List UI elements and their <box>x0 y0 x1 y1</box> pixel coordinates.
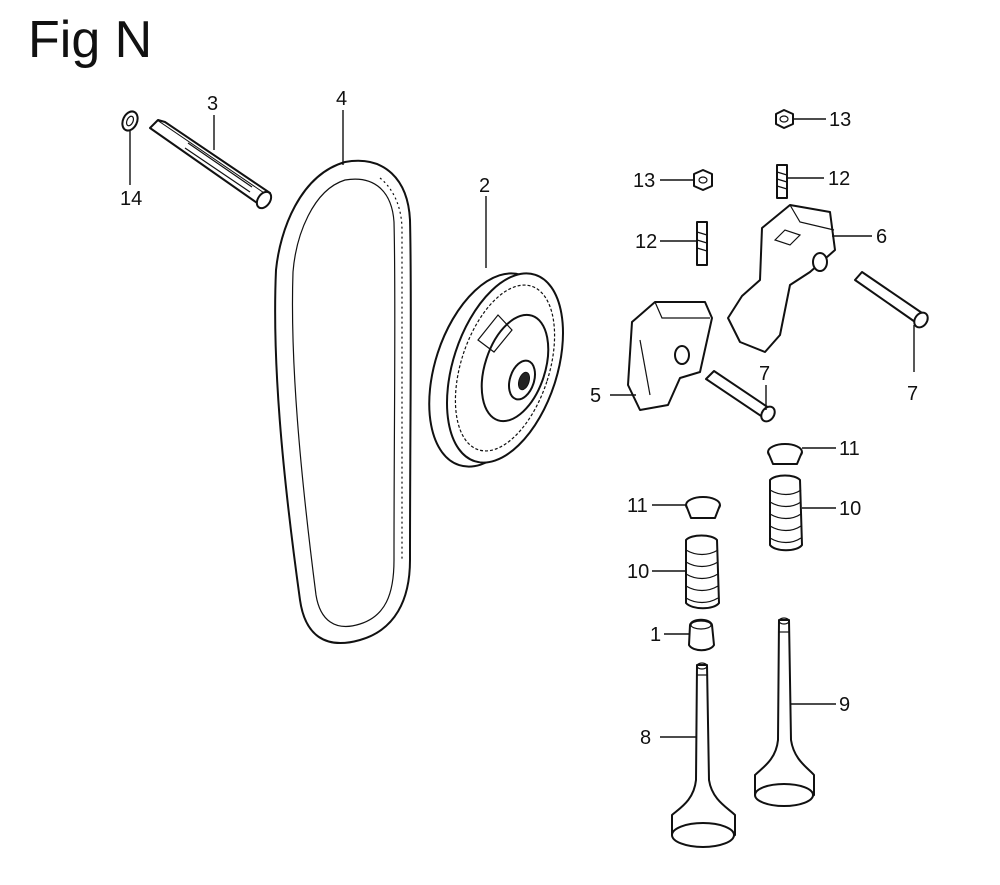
svg-text:12: 12 <box>635 231 657 253</box>
svg-text:2: 2 <box>479 175 490 197</box>
svg-text:11: 11 <box>839 438 860 460</box>
svg-text:8: 8 <box>640 727 651 749</box>
callout-5: 5 <box>590 385 636 407</box>
callout-10-right: 10 <box>802 498 861 520</box>
callout-9: 9 <box>790 694 850 716</box>
part-12-screw-top <box>776 164 788 199</box>
part-1-stem-seal <box>688 618 715 652</box>
callout-7-right: 7 <box>907 325 918 405</box>
svg-text:13: 13 <box>633 170 655 192</box>
figure-title: Fig N <box>28 11 153 69</box>
svg-text:9: 9 <box>839 694 850 716</box>
part-13-nut-left <box>693 169 713 191</box>
callout-10-left: 10 <box>627 561 686 583</box>
callout-1: 1 <box>650 624 690 646</box>
part-10-spring-right <box>769 474 803 552</box>
svg-text:4: 4 <box>336 88 347 110</box>
callout-6: 6 <box>832 226 887 248</box>
callout-14: 14 <box>120 131 142 210</box>
part-2-cam-pulley <box>428 272 564 468</box>
callout-2: 2 <box>479 175 490 268</box>
part-13-nut-top <box>775 109 794 129</box>
part-4-belt <box>274 159 412 645</box>
part-8-valve <box>671 662 736 848</box>
svg-text:6: 6 <box>876 226 887 248</box>
callout-12-left: 12 <box>635 231 697 253</box>
callout-12-top: 12 <box>788 168 850 190</box>
part-7-pin-right <box>854 271 929 329</box>
svg-text:10: 10 <box>627 561 649 583</box>
part-3-shaft <box>149 119 273 210</box>
callout-3: 3 <box>207 93 218 150</box>
part-6-rocker-arm <box>727 204 836 353</box>
svg-text:5: 5 <box>590 385 601 407</box>
part-14-washer <box>121 110 139 132</box>
svg-text:13: 13 <box>829 109 851 131</box>
callout-11-right: 11 <box>802 438 860 460</box>
part-11-retainer-left <box>685 496 721 519</box>
part-12-screw-left <box>696 221 708 266</box>
callout-13-top: 13 <box>794 109 851 131</box>
svg-text:10: 10 <box>839 498 861 520</box>
svg-text:11: 11 <box>627 495 648 517</box>
callout-11-left: 11 <box>627 495 686 517</box>
callout-7-left: 7 <box>759 363 770 410</box>
part-11-retainer-right <box>767 443 803 465</box>
svg-text:7: 7 <box>759 363 770 385</box>
callout-13-left: 13 <box>633 170 694 192</box>
svg-text:14: 14 <box>120 188 142 210</box>
callout-8: 8 <box>640 727 697 749</box>
callout-4: 4 <box>336 88 347 165</box>
svg-text:1: 1 <box>650 624 661 646</box>
part-5-rocker-arm <box>627 301 713 411</box>
callouts: 1 2 3 4 5 6 7 7 <box>120 88 918 749</box>
part-10-spring-left <box>685 534 720 610</box>
svg-text:3: 3 <box>207 93 218 115</box>
part-7-pin-left <box>705 370 776 423</box>
svg-text:12: 12 <box>828 168 850 190</box>
svg-text:7: 7 <box>907 383 918 405</box>
part-9-valve <box>754 617 815 807</box>
